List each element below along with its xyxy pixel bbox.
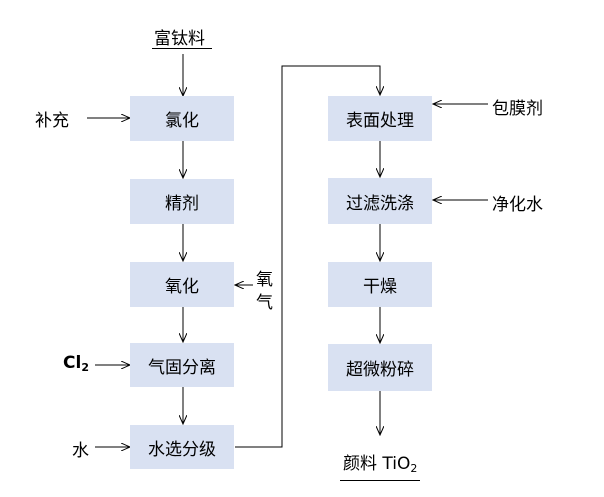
step-surface-treatment-label: 表面处理 xyxy=(346,111,414,131)
step-refining: 精剂 xyxy=(130,179,234,224)
input-coating-agent-label: 包膜剂 xyxy=(492,99,543,119)
source-label: 富钛料 xyxy=(154,29,205,49)
step-ultrafine-milling-label: 超微粉碎 xyxy=(346,360,414,380)
step-drying: 干燥 xyxy=(328,262,432,307)
product-underline xyxy=(340,480,420,481)
product-label: 颜料 TiO2 xyxy=(343,449,417,475)
step-refining-label: 精剂 xyxy=(165,194,199,214)
input-clean-water-label: 净化水 xyxy=(492,195,543,215)
product-label-main: 颜料 TiO xyxy=(343,454,411,474)
step-filter-wash: 过滤洗涤 xyxy=(328,178,432,224)
step-gas-solid-separation: 气固分离 xyxy=(130,343,234,387)
input-oxygen-char1: 氧 xyxy=(256,270,273,290)
step-water-classification-label: 水选分级 xyxy=(148,439,216,460)
source-underline xyxy=(152,48,212,49)
step-filter-wash-label: 过滤洗涤 xyxy=(346,193,414,214)
step-chlorination-label: 氯化 xyxy=(165,111,199,131)
input-cl2-subscript: 2 xyxy=(81,361,89,374)
step-oxidation: 氧化 xyxy=(130,262,234,307)
input-supplement-label: 补充 xyxy=(35,111,69,131)
step-oxidation-label: 氧化 xyxy=(165,277,199,297)
input-cl2-main: Cl xyxy=(63,353,82,373)
step-chlorination: 氯化 xyxy=(130,96,234,141)
step-gas-solid-separation-label: 气固分离 xyxy=(148,357,216,378)
connector-left-to-right xyxy=(235,65,380,448)
step-surface-treatment: 表面处理 xyxy=(328,96,432,141)
input-oxygen-char2: 气 xyxy=(256,293,273,313)
input-cl2-label: Cl2 xyxy=(63,353,89,374)
step-water-classification: 水选分级 xyxy=(130,425,234,469)
step-drying-label: 干燥 xyxy=(363,277,397,297)
input-water-label: 水 xyxy=(72,441,89,461)
step-ultrafine-milling: 超微粉碎 xyxy=(328,344,432,391)
product-label-subscript: 2 xyxy=(410,462,418,475)
